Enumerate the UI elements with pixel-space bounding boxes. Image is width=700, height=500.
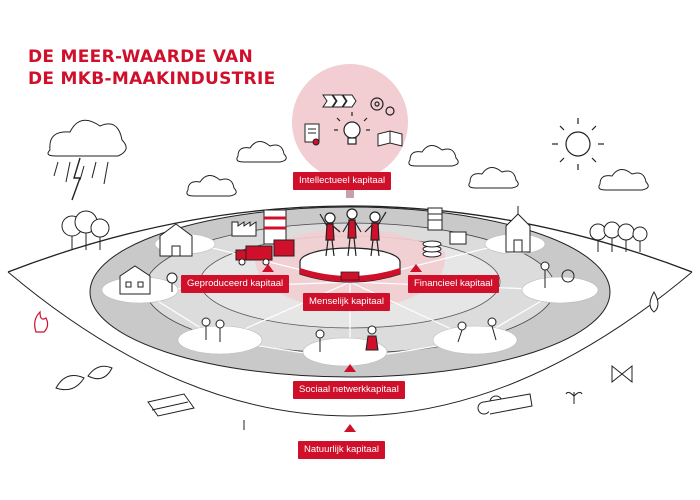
church-icon xyxy=(505,206,531,253)
arrows-icon xyxy=(322,94,357,108)
label-natuurlijk-kapitaal: Natuurlijk kapitaal xyxy=(298,441,385,459)
center-stage xyxy=(299,247,401,283)
fire-icon xyxy=(34,310,49,333)
factory-icon xyxy=(231,209,287,245)
label-financieel-kapitaal: Financieel kapitaal xyxy=(408,275,499,293)
page-title-line1: DE MEER-WAARDE VAN xyxy=(28,47,253,67)
document-icon xyxy=(304,123,320,146)
plant-icon xyxy=(243,391,583,430)
lightning-icon xyxy=(71,157,81,201)
wood-log-icon xyxy=(147,393,533,417)
book-icon xyxy=(377,130,403,147)
label-intellectueel-kapitaal: Intellectueel kapitaal xyxy=(293,172,392,190)
page-title-line2: DE MKB-MAAKINDUSTRIE xyxy=(28,69,276,89)
label-geproduceerd-kapitaal: Geproduceerd kapitaal xyxy=(181,275,290,293)
label-sociaal-netwerkkapitaal: Sociaal netwerkkapitaal xyxy=(293,381,405,399)
butterfly-icon xyxy=(611,364,633,384)
cloud-icon xyxy=(47,119,649,197)
truck-icon xyxy=(235,239,295,266)
rain-cloud-icon xyxy=(53,161,109,185)
house-icon xyxy=(119,223,193,295)
bank-icon xyxy=(427,207,467,245)
gear-icon xyxy=(370,97,395,116)
water-drop-icon xyxy=(649,290,659,313)
sun-icon xyxy=(552,118,604,170)
ground-outline xyxy=(7,271,693,417)
community-people-icon xyxy=(201,261,575,352)
people-icon xyxy=(319,208,387,257)
label-pointers xyxy=(262,264,422,432)
leaf-icon xyxy=(55,365,113,391)
lightbulb-icon xyxy=(334,112,370,145)
coin-stack-icon xyxy=(422,240,442,258)
label-menselijk-kapitaal: Menselijk kapitaal xyxy=(303,293,390,311)
tree-icon xyxy=(61,210,648,292)
